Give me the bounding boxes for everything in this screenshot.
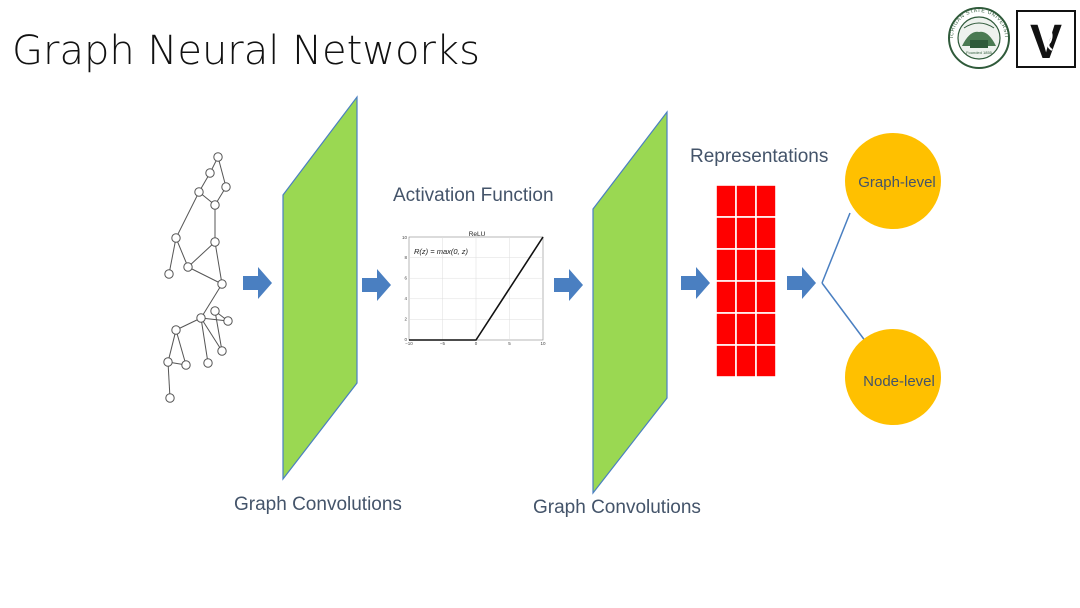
vanderbilt-mark: V [1030,16,1062,68]
svg-text:2: 2 [404,317,407,322]
svg-text:−10: −10 [405,341,413,346]
graph-level-label: Graph-level [858,174,936,191]
svg-text:10: 10 [540,341,546,346]
output-branch-lines [821,212,867,343]
activation-function-label: Activation Function [393,185,554,206]
relu-plot: ReLU R(z) = max(0, z) −10 −5 0 5 10 [399,228,551,346]
svg-text:4: 4 [404,296,407,301]
graph-level-output-circle [845,133,941,229]
msu-seal-logo: Founded 1855 MICHIGAN STATE UNIVERSITY [946,6,1010,69]
graph-convolutions-label-2: Graph Convolutions [533,497,701,518]
svg-text:0: 0 [475,341,478,346]
graph-convolution-panel-2 [592,110,668,495]
relu-plot-title: ReLU [469,231,486,238]
relu-chart: ReLU R(z) = max(0, z) −10 −5 0 5 10 [402,231,546,346]
svg-text:0: 0 [404,337,407,342]
node-level-output-circle [845,329,941,425]
arrow-right-icon [787,267,816,299]
arrow-right-icon [681,267,710,299]
svg-text:6: 6 [404,276,407,281]
input-graph [163,152,233,403]
svg-text:10: 10 [402,235,408,240]
msu-founded-text: Founded 1855 [966,50,993,55]
relu-x-ticks: −10 −5 0 5 10 [405,341,546,346]
representations-grid [715,184,777,378]
representations-label: Representations [690,146,829,167]
relu-curve [409,236,544,341]
graph-nodes [163,152,233,403]
node-level-label: Node-level [863,373,935,390]
relu-grid [409,237,543,340]
svg-text:5: 5 [508,341,511,346]
svg-text:−5: −5 [440,341,446,346]
relu-y-ticks: 0 2 4 6 8 10 [402,235,408,342]
graph-convolution-panel-1 [282,95,358,481]
slide-title: Graph Neural Networks [12,28,480,74]
arrow-right-icon [243,267,272,299]
arrow-right-icon [362,269,391,301]
graph-convolutions-label-1: Graph Convolutions [234,494,402,515]
vanderbilt-logo: V [1016,10,1076,68]
arrow-right-icon [554,269,583,301]
svg-text:8: 8 [404,255,407,260]
relu-formula: R(z) = max(0, z) [414,247,468,256]
